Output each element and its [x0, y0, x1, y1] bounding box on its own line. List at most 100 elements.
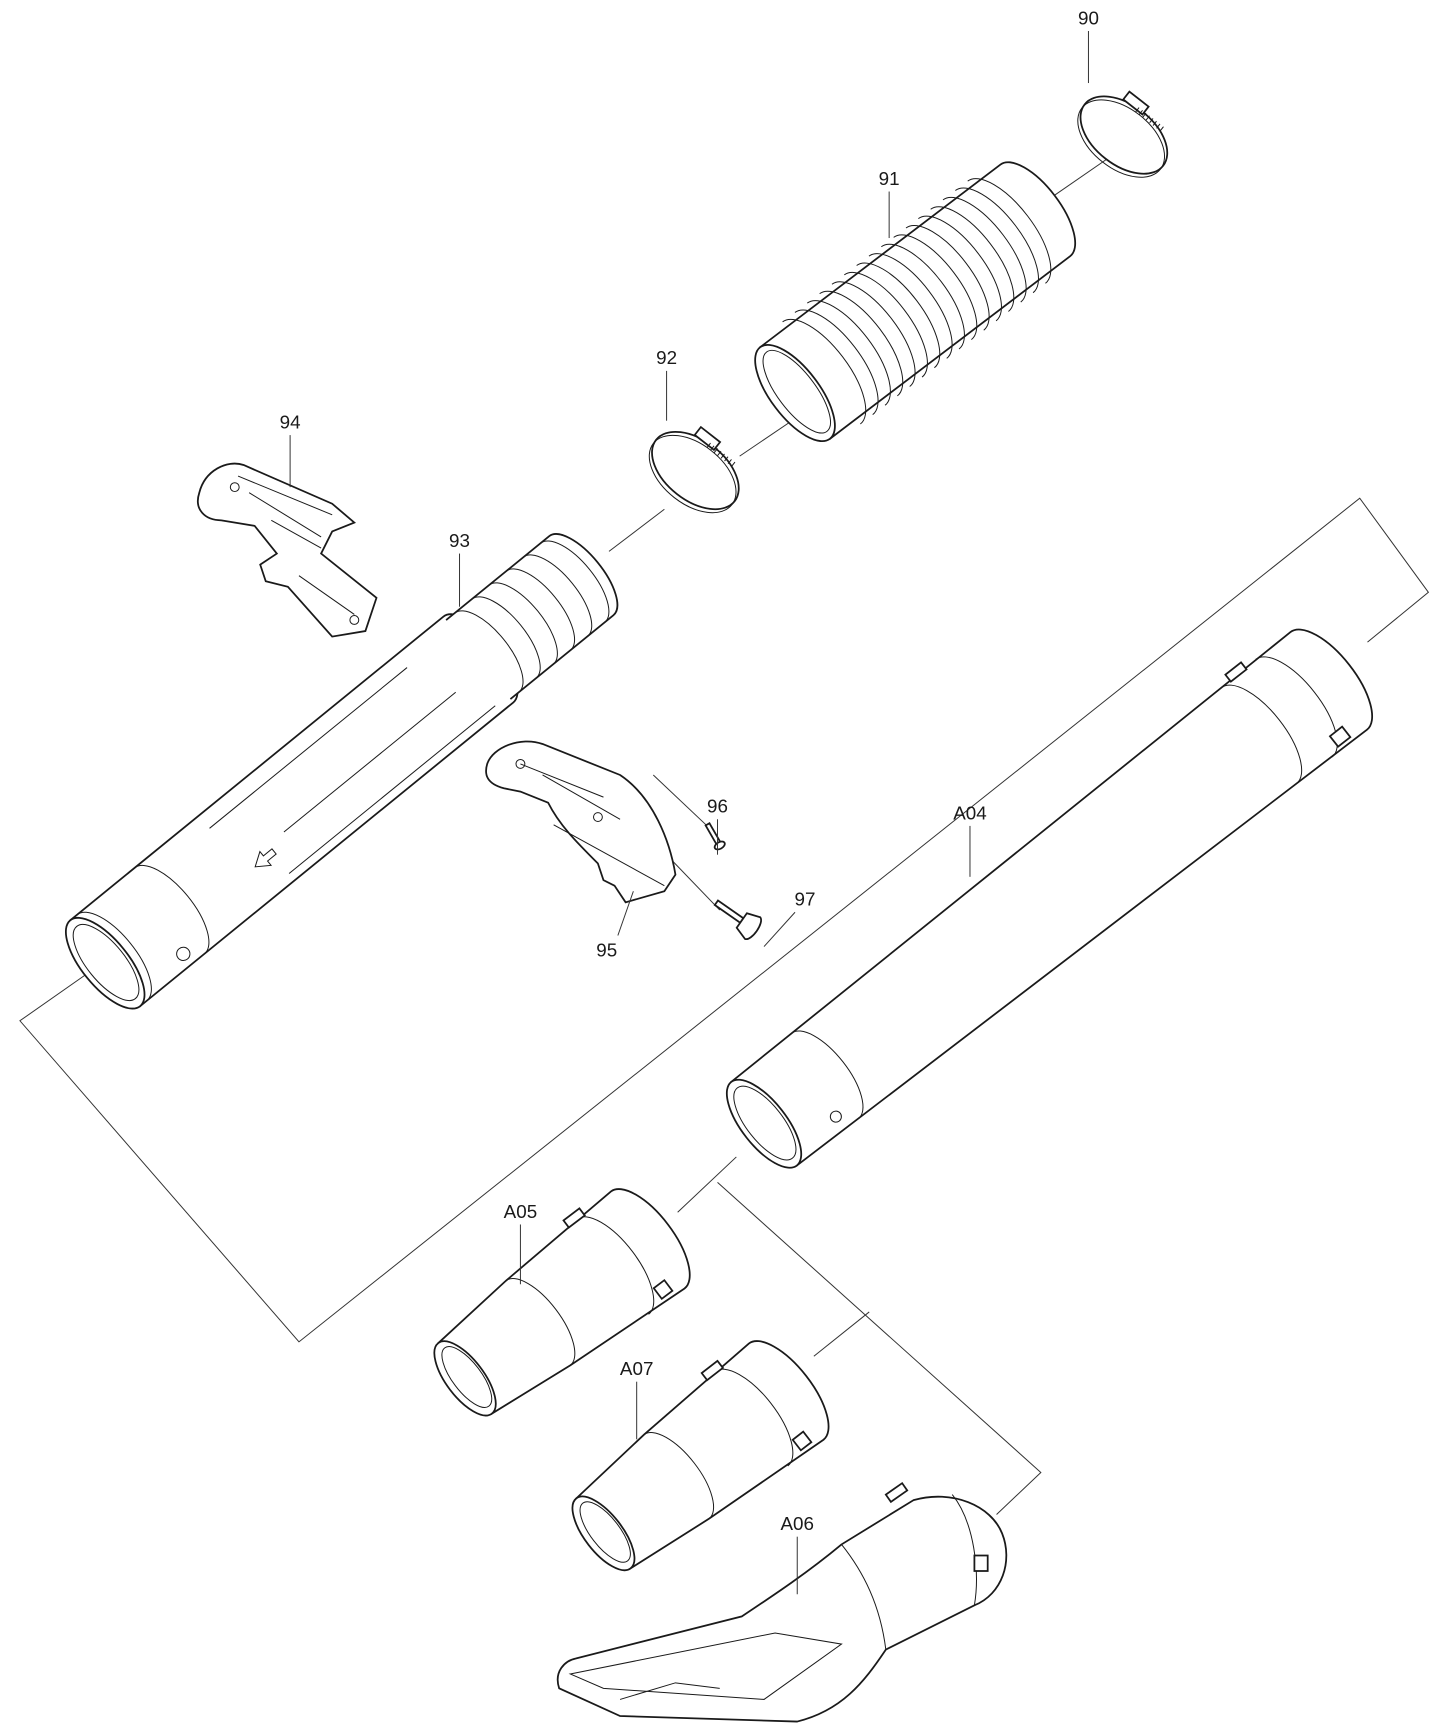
axis-line-93-92 [608, 508, 665, 552]
tube-opening [725, 1078, 803, 1169]
latch-tab [884, 1481, 909, 1504]
collar-ring [791, 1030, 864, 1119]
collar-ring [134, 864, 210, 955]
bellows-opening [754, 344, 836, 443]
nozzle-opening [571, 1495, 636, 1572]
clamp-teeth [724, 456, 729, 462]
clamp-screw-housing [1122, 90, 1150, 116]
pipe-hole [829, 1110, 842, 1123]
clamp-teeth [1156, 123, 1161, 129]
pipe-hole [176, 946, 191, 962]
flat-nozzle-slot [619, 1682, 720, 1700]
pipe-a04 [725, 628, 1374, 1169]
handle-95-hole [515, 758, 526, 769]
handle-94-detail [237, 475, 355, 615]
bellows-rib [819, 290, 904, 397]
bracket-line-nozzles [677, 1156, 737, 1213]
clamp-teeth [720, 453, 725, 459]
callout-93: 93 [449, 530, 470, 551]
nozzle-opening [433, 1340, 497, 1417]
clamp-teeth [1145, 115, 1150, 121]
collar-ring [576, 1216, 655, 1315]
handle-95-hole [593, 812, 603, 822]
tube-body [729, 628, 1374, 1167]
bellows-rib [868, 253, 953, 359]
callout-95: 95 [596, 940, 617, 961]
bellows-rib [843, 271, 928, 378]
axis-line-95-96 [652, 774, 715, 833]
bellows-inner-rim [762, 349, 831, 434]
leader-97 [763, 911, 796, 947]
tube-body [68, 613, 519, 1008]
handle-94-hole [229, 482, 240, 493]
hose-clamp-90 [1077, 90, 1169, 178]
callout-92: 92 [656, 347, 677, 368]
wing-bolt-97 [713, 899, 762, 940]
clamp-teeth [727, 459, 732, 465]
nozzle-body [575, 1340, 830, 1570]
latch-tab [700, 1359, 725, 1382]
pipe-93-threaded-end [445, 533, 619, 700]
clamp-band [651, 430, 740, 511]
clamp-band-edge [1077, 99, 1166, 178]
latch-button [973, 1554, 989, 1572]
bellows-rib [905, 225, 990, 331]
latch-tab [1224, 661, 1248, 683]
bellows-rib [806, 300, 891, 406]
nozzle-a05 [433, 1188, 691, 1417]
collar-ring [76, 911, 152, 1001]
callout-a06: A06 [780, 1513, 813, 1534]
collar-ring [454, 610, 524, 693]
handle-95-body [485, 740, 677, 904]
bracket-line-nozzles-2 [717, 1182, 1042, 1515]
callout-94: 94 [280, 411, 301, 432]
collar-ring [1221, 684, 1303, 784]
clamp-teeth [1138, 109, 1143, 115]
handle-95 [485, 740, 677, 904]
pipe-slot [288, 705, 496, 874]
tube-inner-rim [733, 1085, 797, 1161]
bellows-rib [918, 215, 1002, 322]
bellows-rib [782, 318, 867, 425]
bellows-rib [942, 196, 1027, 303]
collar-ring [841, 1544, 887, 1650]
collar-ring [505, 1278, 576, 1366]
handle-94 [197, 462, 378, 638]
collar-ring [471, 596, 541, 679]
clamp-teeth [731, 461, 736, 467]
bellows-rib [967, 178, 1052, 284]
pipe-slot [209, 667, 408, 829]
hose-clamp-92 [648, 425, 740, 514]
collar-ring [540, 540, 610, 623]
bellows-rib [881, 243, 965, 350]
bellows-hose-91 [754, 161, 1077, 443]
clamp-teeth [1142, 112, 1147, 118]
arrow-icon [254, 848, 277, 868]
latch-button [1328, 725, 1352, 748]
nozzle-inner-rim [579, 1501, 631, 1563]
collar-ring [505, 568, 576, 651]
bellows-rib [856, 262, 941, 369]
callout-90: 90 [1078, 7, 1099, 28]
collar-ring [714, 1368, 794, 1467]
screw-shank [704, 822, 722, 846]
handle-95-detail [520, 763, 665, 887]
bolt-shank [713, 899, 745, 925]
nozzle-a07 [571, 1340, 830, 1572]
axis-line-91-90 [1051, 154, 1114, 198]
callout-labels: 90 91 92 94 93 96 A04 97 95 A05 A07 A06 [280, 7, 1099, 1595]
pipe-93 [64, 533, 619, 1010]
callout-a07: A07 [620, 1358, 653, 1379]
bellows-rib [831, 281, 916, 387]
callout-96: 96 [707, 796, 728, 817]
bracket-line-main [19, 497, 1430, 1343]
clamp-band [1079, 95, 1169, 175]
threaded-sleeve [445, 533, 619, 700]
latch-tab [562, 1207, 586, 1229]
clamp-teeth [1149, 118, 1154, 124]
callout-97: 97 [795, 889, 816, 910]
tube-opening [64, 916, 146, 1010]
clamp-teeth [1159, 126, 1164, 132]
